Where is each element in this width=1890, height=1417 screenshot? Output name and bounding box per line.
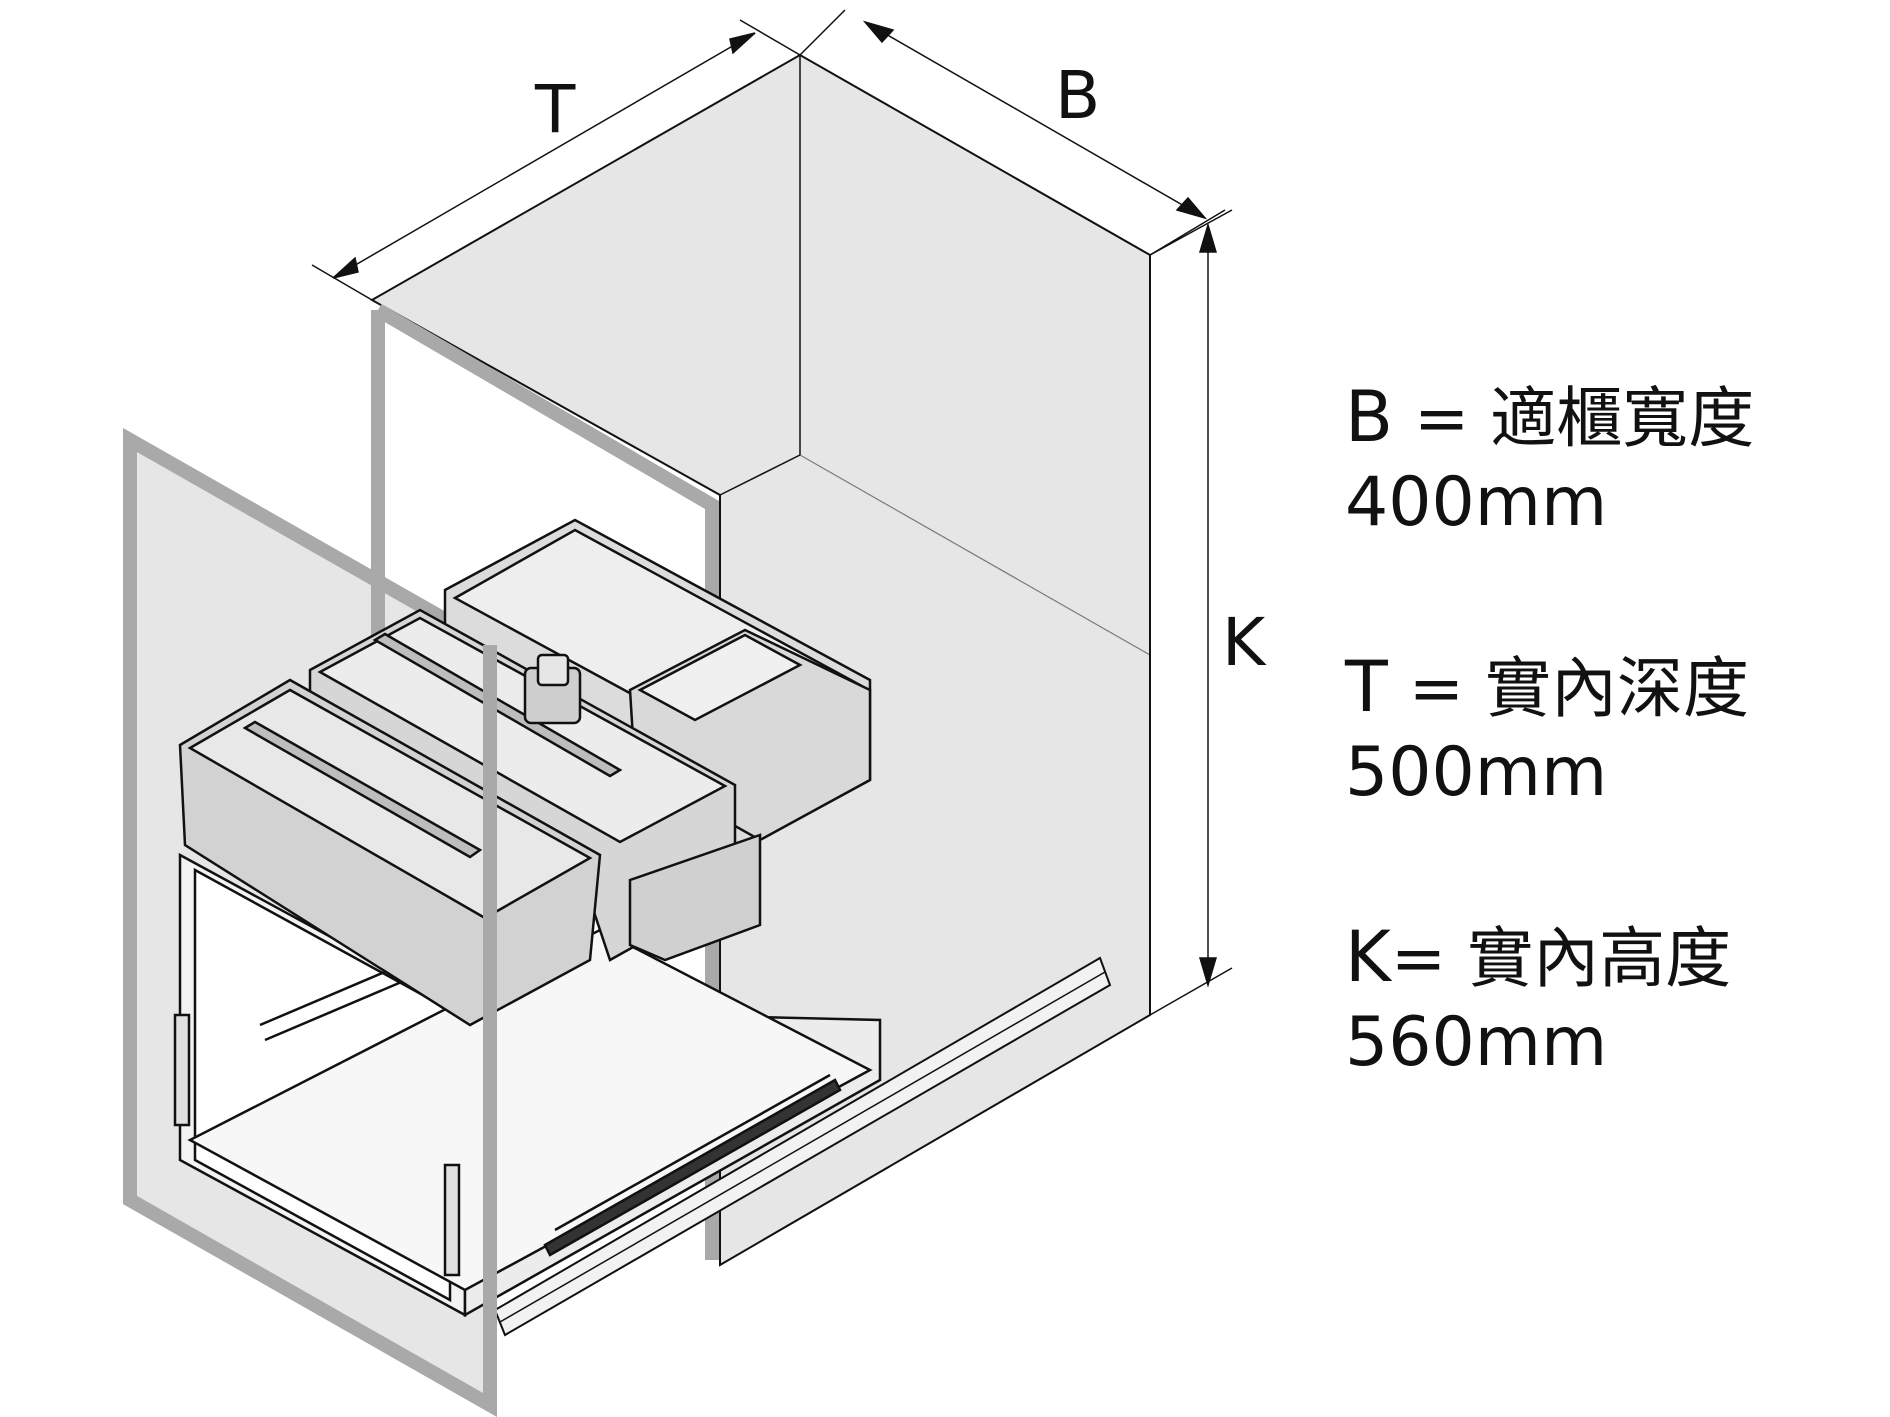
spec-depth-sep: =	[1387, 650, 1486, 727]
spec-width: B = 適櫃寬度 400mm	[1345, 375, 1754, 545]
spec-height: K= 實內高度 560mm	[1345, 915, 1731, 1085]
spec-depth-value: 500mm	[1345, 733, 1608, 812]
dim-t-arrow-left	[332, 256, 359, 279]
spec-height-value: 560mm	[1345, 1003, 1608, 1082]
dim-label-t: T	[534, 71, 576, 148]
dim-b-line	[864, 21, 1206, 219]
spec-width-name: 適櫃寬度	[1490, 380, 1755, 457]
dim-label-k: K	[1222, 604, 1267, 681]
spec-height-name: 實內高度	[1467, 920, 1732, 997]
dim-b-arrow-left	[862, 20, 895, 44]
spec-depth-heading: T = 實內深度	[1345, 645, 1749, 731]
dim-t-arrow-right	[729, 32, 756, 55]
spec-width-heading: B = 適櫃寬度	[1345, 375, 1754, 461]
dim-k-arrow-bottom	[1198, 957, 1218, 988]
dim-k-arrow-top	[1198, 222, 1218, 253]
drawer-slide-rail	[493, 956, 1112, 1337]
spec-height-sep: =	[1390, 920, 1468, 997]
spec-width-key: B	[1345, 376, 1394, 458]
basket-lower-bin	[628, 833, 762, 962]
spec-width-sep: =	[1393, 380, 1491, 457]
left-panel-edge	[123, 440, 497, 1405]
spec-height-heading: K= 實內高度	[1345, 915, 1731, 1001]
spec-depth-key: T	[1345, 646, 1388, 728]
spec-width-value: 400mm	[1345, 463, 1608, 542]
dimension-lines	[311, 9, 1233, 1016]
spec-depth-name: 實內深度	[1485, 650, 1750, 727]
spec-height-key: K	[1345, 916, 1391, 998]
spec-depth: T = 實內深度 500mm	[1345, 645, 1749, 815]
cabinet-inner-corner	[719, 454, 801, 496]
dim-b-arrow-right	[1175, 196, 1208, 220]
dim-label-b: B	[1055, 57, 1100, 134]
dim-t-line	[332, 32, 756, 279]
cabinet-floor-line	[799, 454, 1151, 656]
